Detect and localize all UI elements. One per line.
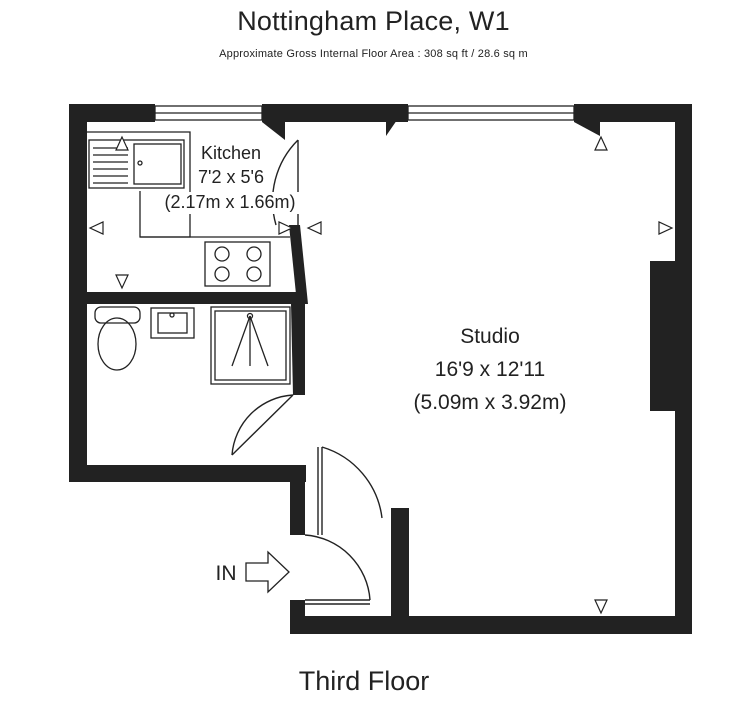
- sink-unit: [88, 139, 185, 189]
- bottom-left-wall: [69, 465, 306, 482]
- entrance-label: IN: [216, 562, 237, 585]
- hob: [204, 241, 271, 287]
- studio-door-swing: [321, 446, 383, 519]
- kitchen-door-swing: [271, 139, 299, 226]
- basin: [150, 307, 195, 339]
- studio-name: Studio: [460, 325, 520, 348]
- marker: [658, 221, 674, 235]
- bathroom-fixtures: [94, 306, 291, 385]
- bathroom-partition: [291, 304, 305, 395]
- window-reveal: [130, 104, 155, 122]
- kitchen-metric: (2.17m x 1.66m): [164, 192, 295, 212]
- floor-area-subtitle: Approximate Gross Internal Floor Area : …: [219, 48, 528, 60]
- top-wall-left: [69, 104, 155, 122]
- studio-metric: (5.09m x 3.92m): [414, 391, 567, 414]
- kitchen-bathroom-divider: [87, 292, 305, 304]
- doors: [231, 139, 383, 605]
- studio-imperial: 16'9 x 12'11: [435, 358, 545, 381]
- kitchen-imperial: 7'2 x 5'6: [198, 167, 264, 187]
- corridor-right-wall: [391, 508, 409, 618]
- walls: [69, 104, 692, 634]
- studio-partition: [289, 225, 308, 304]
- bottom-wall: [290, 616, 692, 634]
- marker: [115, 135, 129, 151]
- kitchen-fixtures: [87, 131, 290, 287]
- top-wall-right: [574, 104, 692, 122]
- hob-ring: [246, 266, 262, 282]
- entrance-door-swing: [304, 534, 371, 601]
- chimney-breast: [650, 261, 678, 411]
- entrance-arrow-icon: [245, 550, 290, 594]
- marker: [594, 599, 608, 615]
- right-wall: [675, 104, 692, 634]
- kitchen-name: Kitchen: [201, 143, 261, 163]
- wc-bowl: [97, 317, 137, 371]
- corridor-left-wall-lower: [290, 600, 305, 634]
- floor-label: Third Floor: [298, 666, 430, 696]
- studio-label: Studio 16'9 x 12'11 (5.09m x 3.92m): [414, 325, 567, 414]
- wc-cistern: [94, 306, 141, 324]
- top-wall-middle: [262, 104, 408, 122]
- marker: [594, 135, 608, 151]
- bathroom-door-leaf: [231, 394, 294, 456]
- shower-tray: [210, 306, 291, 385]
- window-reveal: [262, 104, 285, 140]
- hob-ring: [214, 266, 230, 282]
- window-reveal: [386, 104, 408, 136]
- hob-ring: [214, 246, 230, 262]
- left-wall: [69, 104, 87, 482]
- windows: [154, 105, 575, 121]
- kitchen-label: Kitchen 7'2 x 5'6 (2.17m x 1.66m): [153, 143, 306, 214]
- marker: [115, 274, 129, 290]
- plan-title: Nottingham Place, W1: [237, 6, 510, 36]
- sink-bowl: [133, 143, 182, 185]
- drainer-ridges: [93, 147, 128, 184]
- shower-lines: [231, 315, 269, 367]
- marker: [278, 221, 294, 235]
- marker: [306, 221, 322, 235]
- marker: [88, 221, 104, 235]
- measurement-markers: [88, 135, 674, 615]
- bathroom-door-swing: [231, 394, 294, 456]
- corridor-left-wall: [290, 465, 305, 535]
- hob-ring: [246, 246, 262, 262]
- window-reveal: [574, 104, 600, 136]
